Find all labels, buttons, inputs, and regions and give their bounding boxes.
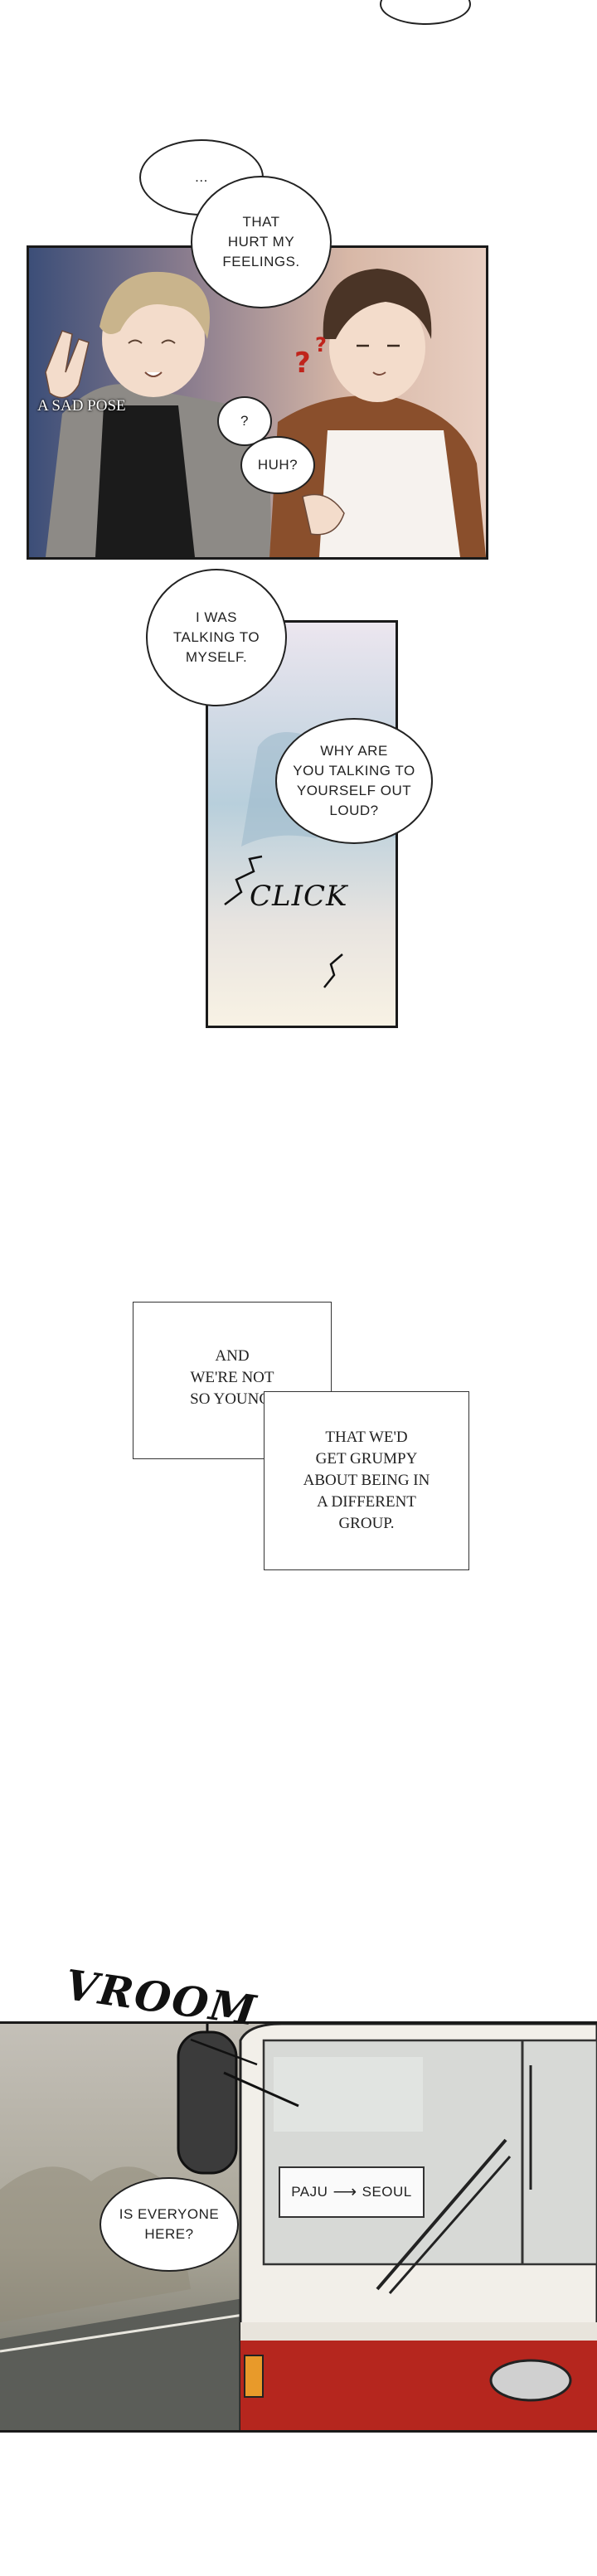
narration-text-not-so-young: AND WE'RE NOT SO YOUNG, — [190, 1347, 274, 1408]
sign-arrow-icon: ⟶ — [332, 2183, 357, 2201]
speech-text-why-talking: WHY ARE YOU TALKING TO YOURSELF OUT LOUD… — [293, 743, 415, 818]
svg-text:?: ? — [294, 347, 311, 380]
sfx-vroom-motion-lines-icon — [190, 2038, 299, 2108]
speech-text-dots: ... — [195, 169, 208, 185]
sfx-click-spark-icon — [224, 855, 343, 988]
partial-bubble-top — [380, 0, 471, 25]
speech-bubble-hurt-feelings: THAT HURT MY FEELINGS. — [191, 176, 332, 308]
speech-bubble-everyone-here: IS EVERYONE HERE? — [100, 2177, 239, 2272]
narration-box-grumpy-group: THAT WE'D GET GRUMPY ABOUT BEING IN A DI… — [264, 1391, 469, 1570]
speech-text-question: ? — [240, 413, 249, 429]
sfx-click: CLICK — [250, 880, 348, 913]
panel-friends-pose: ? ? A SAD POSE — [27, 245, 488, 560]
speech-bubble-why-talking: WHY ARE YOU TALKING TO YOURSELF OUT LOUD… — [275, 718, 433, 844]
sign-to: SEOUL — [362, 2184, 412, 2200]
label-sad-pose: A SAD POSE — [37, 397, 126, 415]
speech-text-talking-to-myself: I WAS TALKING TO MYSELF. — [172, 609, 260, 665]
svg-text:?: ? — [315, 333, 327, 357]
sign-from: PAJU — [291, 2184, 328, 2200]
speech-bubble-talking-to-myself: I WAS TALKING TO MYSELF. — [146, 569, 287, 706]
speech-bubble-huh: HUH? — [240, 436, 315, 494]
speech-text-hurt-feelings: THAT HURT MY FEELINGS. — [222, 214, 300, 269]
speech-text-huh: HUH? — [257, 457, 298, 473]
destination-sign: PAJU ⟶ SEOUL — [279, 2166, 425, 2218]
speech-text-everyone-here: IS EVERYONE HERE? — [119, 2206, 220, 2242]
panel-friends-art: ? ? — [29, 248, 486, 557]
narration-text-grumpy-group: THAT WE'D GET GRUMPY ABOUT BEING IN A DI… — [303, 1429, 430, 1532]
